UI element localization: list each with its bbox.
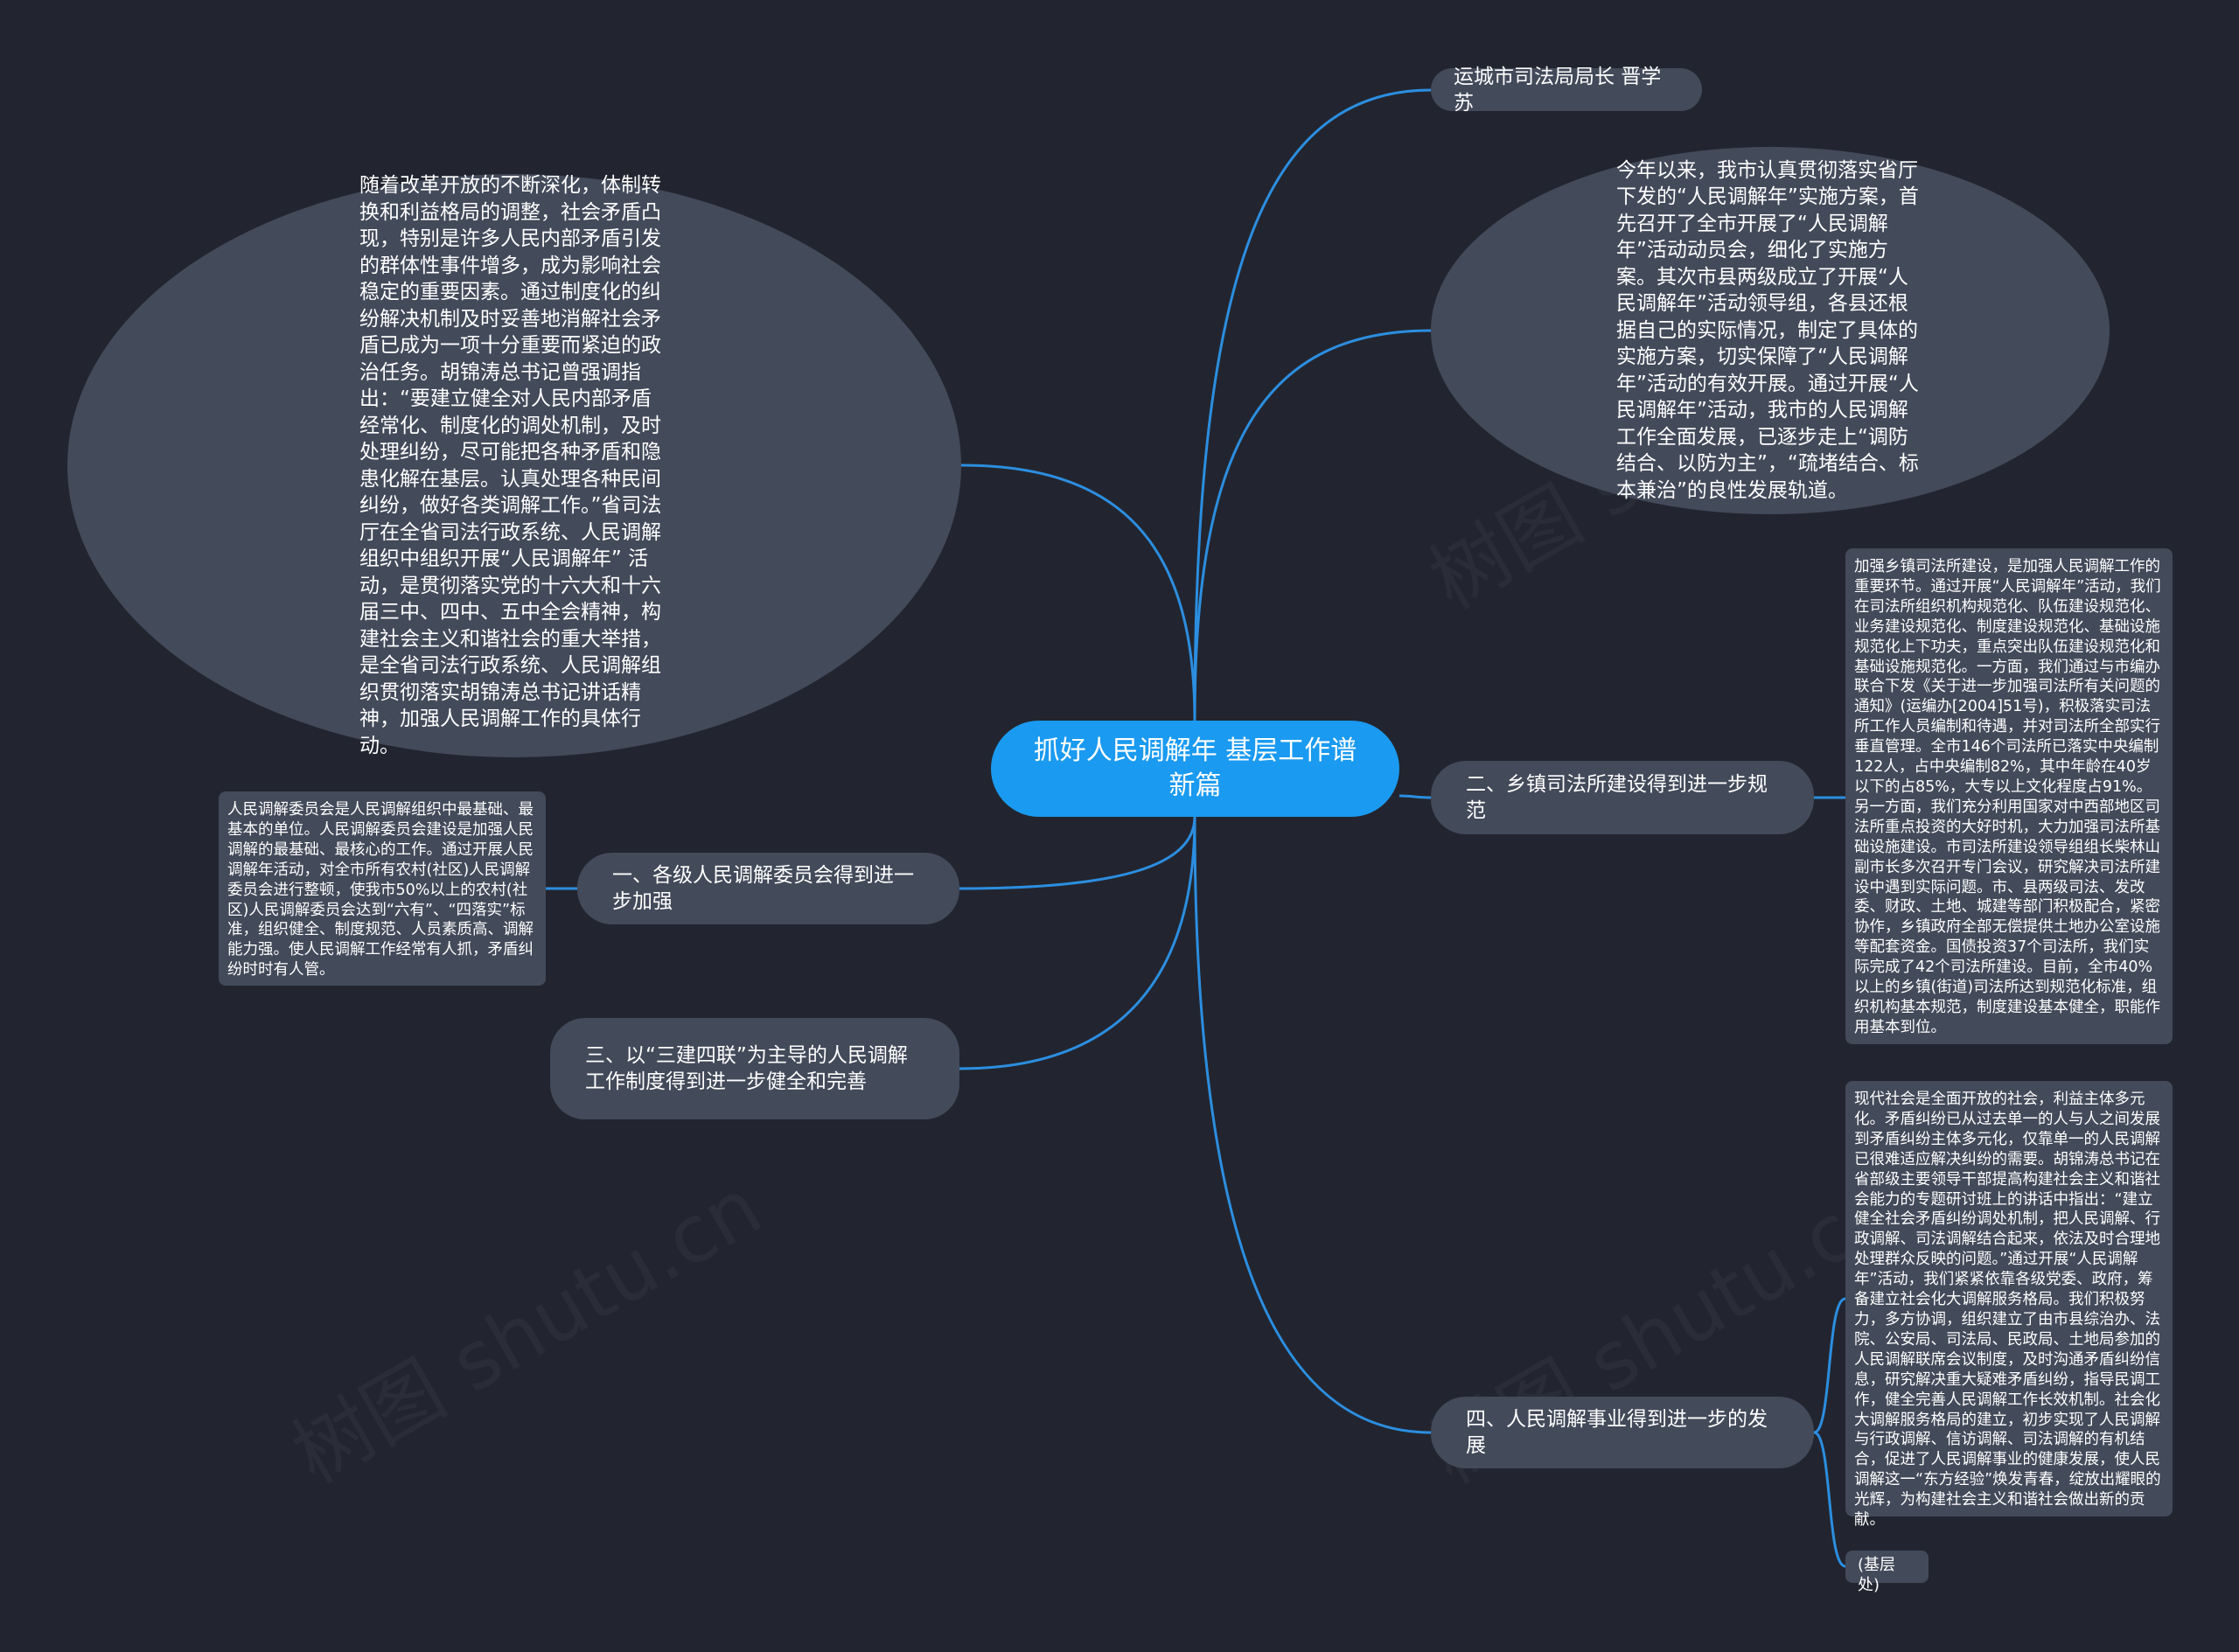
node-author[interactable]: 运城市司法局局长 晋学苏 <box>1431 66 1702 115</box>
section1-detail[interactable]: 人民调解委员会是人民调解组织中最基础、最基本的单位。人民调解委员会建设是加强人民… <box>219 791 546 986</box>
edge-section2 <box>1399 794 1432 799</box>
section4-label: 四、人民调解事业得到进一步的发展 <box>1466 1408 1768 1457</box>
node-section3[interactable]: 三、以“三建四联”为主导的人民调解工作制度得到进一步健全和完善 <box>550 1018 959 1119</box>
edge-section3 <box>959 816 1196 1070</box>
author-label: 运城市司法局局长 晋学苏 <box>1454 65 1662 115</box>
intro-right-text: 今年以来，我市认真贯彻落实省厅下发的“人民调解年”实施方案，首先召开了全市开展了… <box>1616 158 1919 502</box>
section4-source-text: (基层处) <box>1858 1556 1896 1594</box>
section2-label: 二、乡镇司法所建设得到进一步规范 <box>1466 773 1768 822</box>
edge-section4-detail <box>1813 1297 1846 1434</box>
section3-label: 三、以“三建四联”为主导的人民调解工作制度得到进一步健全和完善 <box>585 1044 908 1093</box>
edge-section1 <box>959 816 1196 890</box>
edge-section4-source <box>1813 1431 1846 1568</box>
section4-source[interactable]: (基层处) <box>1845 1551 1929 1594</box>
node-intro-right[interactable]: 今年以来，我市认真贯彻落实省厅下发的“人民调解年”实施方案，首先召开了全市开展了… <box>1431 147 2110 514</box>
central-topic-label: 抓好人民调解年 基层工作谱新篇 <box>1033 735 1357 801</box>
section4-detail[interactable]: 现代社会是全面开放的社会，利益主体多元化。矛盾纠纷已从过去单一的人与人之间发展到… <box>1845 1081 2173 1529</box>
node-section1[interactable]: 一、各级人民调解委员会得到进一步加强 <box>577 853 959 924</box>
node-section2[interactable]: 二、乡镇司法所建设得到进一步规范 <box>1431 761 1814 834</box>
edge-author <box>1193 88 1432 721</box>
central-topic[interactable]: 抓好人民调解年 基层工作谱新篇 <box>991 721 1399 817</box>
section2-detail[interactable]: 加强乡镇司法所建设，是加强人民调解工作的重要环节。通过开展“人民调解年”活动，我… <box>1845 548 2173 1044</box>
section1-label: 一、各级人民调解委员会得到进一步加强 <box>612 864 914 913</box>
section2-detail-text: 加强乡镇司法所建设，是加强人民调解工作的重要环节。通过开展“人民调解年”活动，我… <box>1854 558 2161 1036</box>
edge-intro-left <box>960 464 1196 721</box>
section4-detail-text: 现代社会是全面开放的社会，利益主体多元化。矛盾纠纷已从过去单一的人与人之间发展到… <box>1854 1091 2161 1530</box>
node-intro-left[interactable]: 随着改革开放的不断深化，体制转换和利益格局的调整，社会矛盾凸现，特别是许多人民内… <box>67 174 961 757</box>
section1-detail-text: 人民调解委员会是人民调解组织中最基础、最基本的单位。人民调解委员会建设是加强人民… <box>227 801 534 979</box>
node-section4[interactable]: 四、人民调解事业得到进一步的发展 <box>1431 1397 1814 1468</box>
edge-section4 <box>1193 816 1432 1434</box>
intro-left-text: 随着改革开放的不断深化，体制转换和利益格局的调整，社会矛盾凸现，特别是许多人民内… <box>359 174 662 757</box>
edge-intro-right <box>1193 329 1432 721</box>
